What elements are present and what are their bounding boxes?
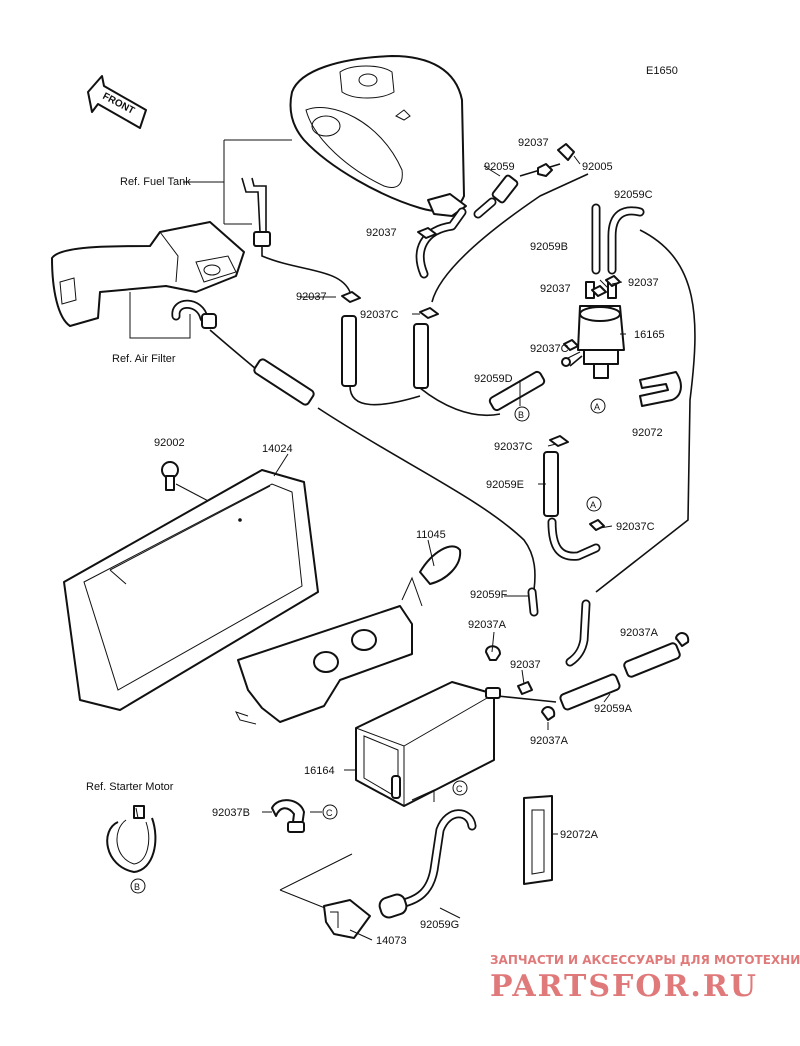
- fitting-14073-illustration: [323, 899, 371, 939]
- hose-92059E-illustration: [543, 451, 601, 561]
- callout-A-upper-text: A: [594, 402, 600, 412]
- part-label-92037A-lower: 92037A: [530, 735, 569, 747]
- part-label-92037-top: 92037: [518, 137, 549, 149]
- part-label-92037-left: 92037: [296, 291, 327, 303]
- callout-C-right-text: C: [456, 784, 463, 794]
- part-label-92002: 92002: [154, 437, 185, 449]
- clip-92072-illustration: [639, 371, 682, 407]
- part-label-92037C-filter: 92037C: [530, 343, 569, 355]
- screw-92002-illustration: [161, 461, 215, 505]
- upper-hoses: [171, 143, 696, 593]
- hose-92059G-illustration: [378, 809, 477, 919]
- canister-16164-illustration: [279, 681, 501, 919]
- part-label-92037C-mid: 92037C: [360, 309, 399, 321]
- part-label-92037B: 92037B: [212, 807, 250, 819]
- part-label-92037A-left: 92037A: [468, 619, 507, 631]
- part-label-92059C: 92059C: [614, 189, 653, 201]
- part-label-92037-fueltank: 92037: [366, 227, 397, 239]
- ref-air-filter: Ref. Air Filter: [112, 353, 176, 365]
- part-label-92059F: 92059F: [470, 589, 508, 601]
- fuel-filter-illustration: [561, 281, 625, 379]
- strap-92072A-illustration: [523, 795, 553, 885]
- part-label-16165: 16165: [634, 329, 665, 341]
- part-label-14024: 14024: [262, 443, 293, 455]
- part-label-92037C-hose: 92037C: [494, 441, 533, 453]
- callout-B-upper-text: B: [518, 410, 524, 420]
- part-label-92059E: 92059E: [486, 479, 524, 491]
- fuel-tank-illustration: [289, 55, 467, 217]
- part-label-92059-top: 92059: [484, 161, 515, 173]
- watermark-logo: PARTSFOR.RU: [490, 969, 758, 1004]
- part-label-92059A: 92059A: [594, 703, 633, 715]
- bracket-11045-illustration: [235, 545, 462, 725]
- part-label-92072: 92072: [632, 427, 663, 439]
- ref-starter-motor: Ref. Starter Motor: [86, 781, 174, 793]
- air-filter-duct-illustration: [51, 221, 245, 327]
- callout-B-lower-text: B: [134, 882, 140, 892]
- part-label-16164: 16164: [304, 765, 335, 777]
- part-label-11045: 11045: [416, 529, 446, 541]
- callout-C-right: C: [452, 780, 468, 796]
- air-filter-ref-bracket: [129, 292, 191, 339]
- long-hose: [253, 358, 539, 617]
- callout-B-lower: B: [130, 878, 146, 894]
- callout-B-upper: B: [514, 406, 530, 422]
- part-label-92005: 92005: [582, 161, 613, 173]
- fuel-tank-ref-bracket: [184, 139, 292, 225]
- part-label-92037C-lowerA: 92037C: [616, 521, 655, 533]
- callout-C-left: C: [322, 804, 338, 820]
- starter-motor-clamp-illustration: [106, 805, 157, 873]
- callout-A-lower-text: A: [590, 500, 596, 510]
- part-label-14073: 14073: [376, 935, 407, 947]
- part-label-92059G: 92059G: [420, 919, 459, 931]
- callout-A-lower: A: [586, 496, 602, 512]
- part-label-92059D: 92059D: [474, 373, 513, 385]
- front-arrow-icon: FRONT: [87, 75, 147, 129]
- lower-right-hoses: [497, 599, 681, 711]
- watermark-tagline: ЗАПЧАСТИ И АКСЕССУАРЫ ДЛЯ МОТОТЕХНИКИ: [490, 953, 800, 967]
- part-label-92037A-right: 92037A: [620, 627, 659, 639]
- part-label-92037-filter-right: 92037: [628, 277, 659, 289]
- part-label-92037-center: 92037: [510, 659, 541, 671]
- part-label-92059B: 92059B: [530, 241, 568, 253]
- ref-fuel-tank: Ref. Fuel Tank: [120, 176, 191, 188]
- part-label-92072A: 92072A: [560, 829, 599, 841]
- cover-14024-illustration: [63, 469, 319, 711]
- clamp-92037B-illustration: [271, 799, 305, 833]
- diagram-id: E1650: [646, 65, 678, 77]
- part-label-92037-filter-left: 92037: [540, 283, 571, 295]
- callout-A-upper: A: [590, 398, 606, 414]
- callout-C-left-text: C: [326, 808, 333, 818]
